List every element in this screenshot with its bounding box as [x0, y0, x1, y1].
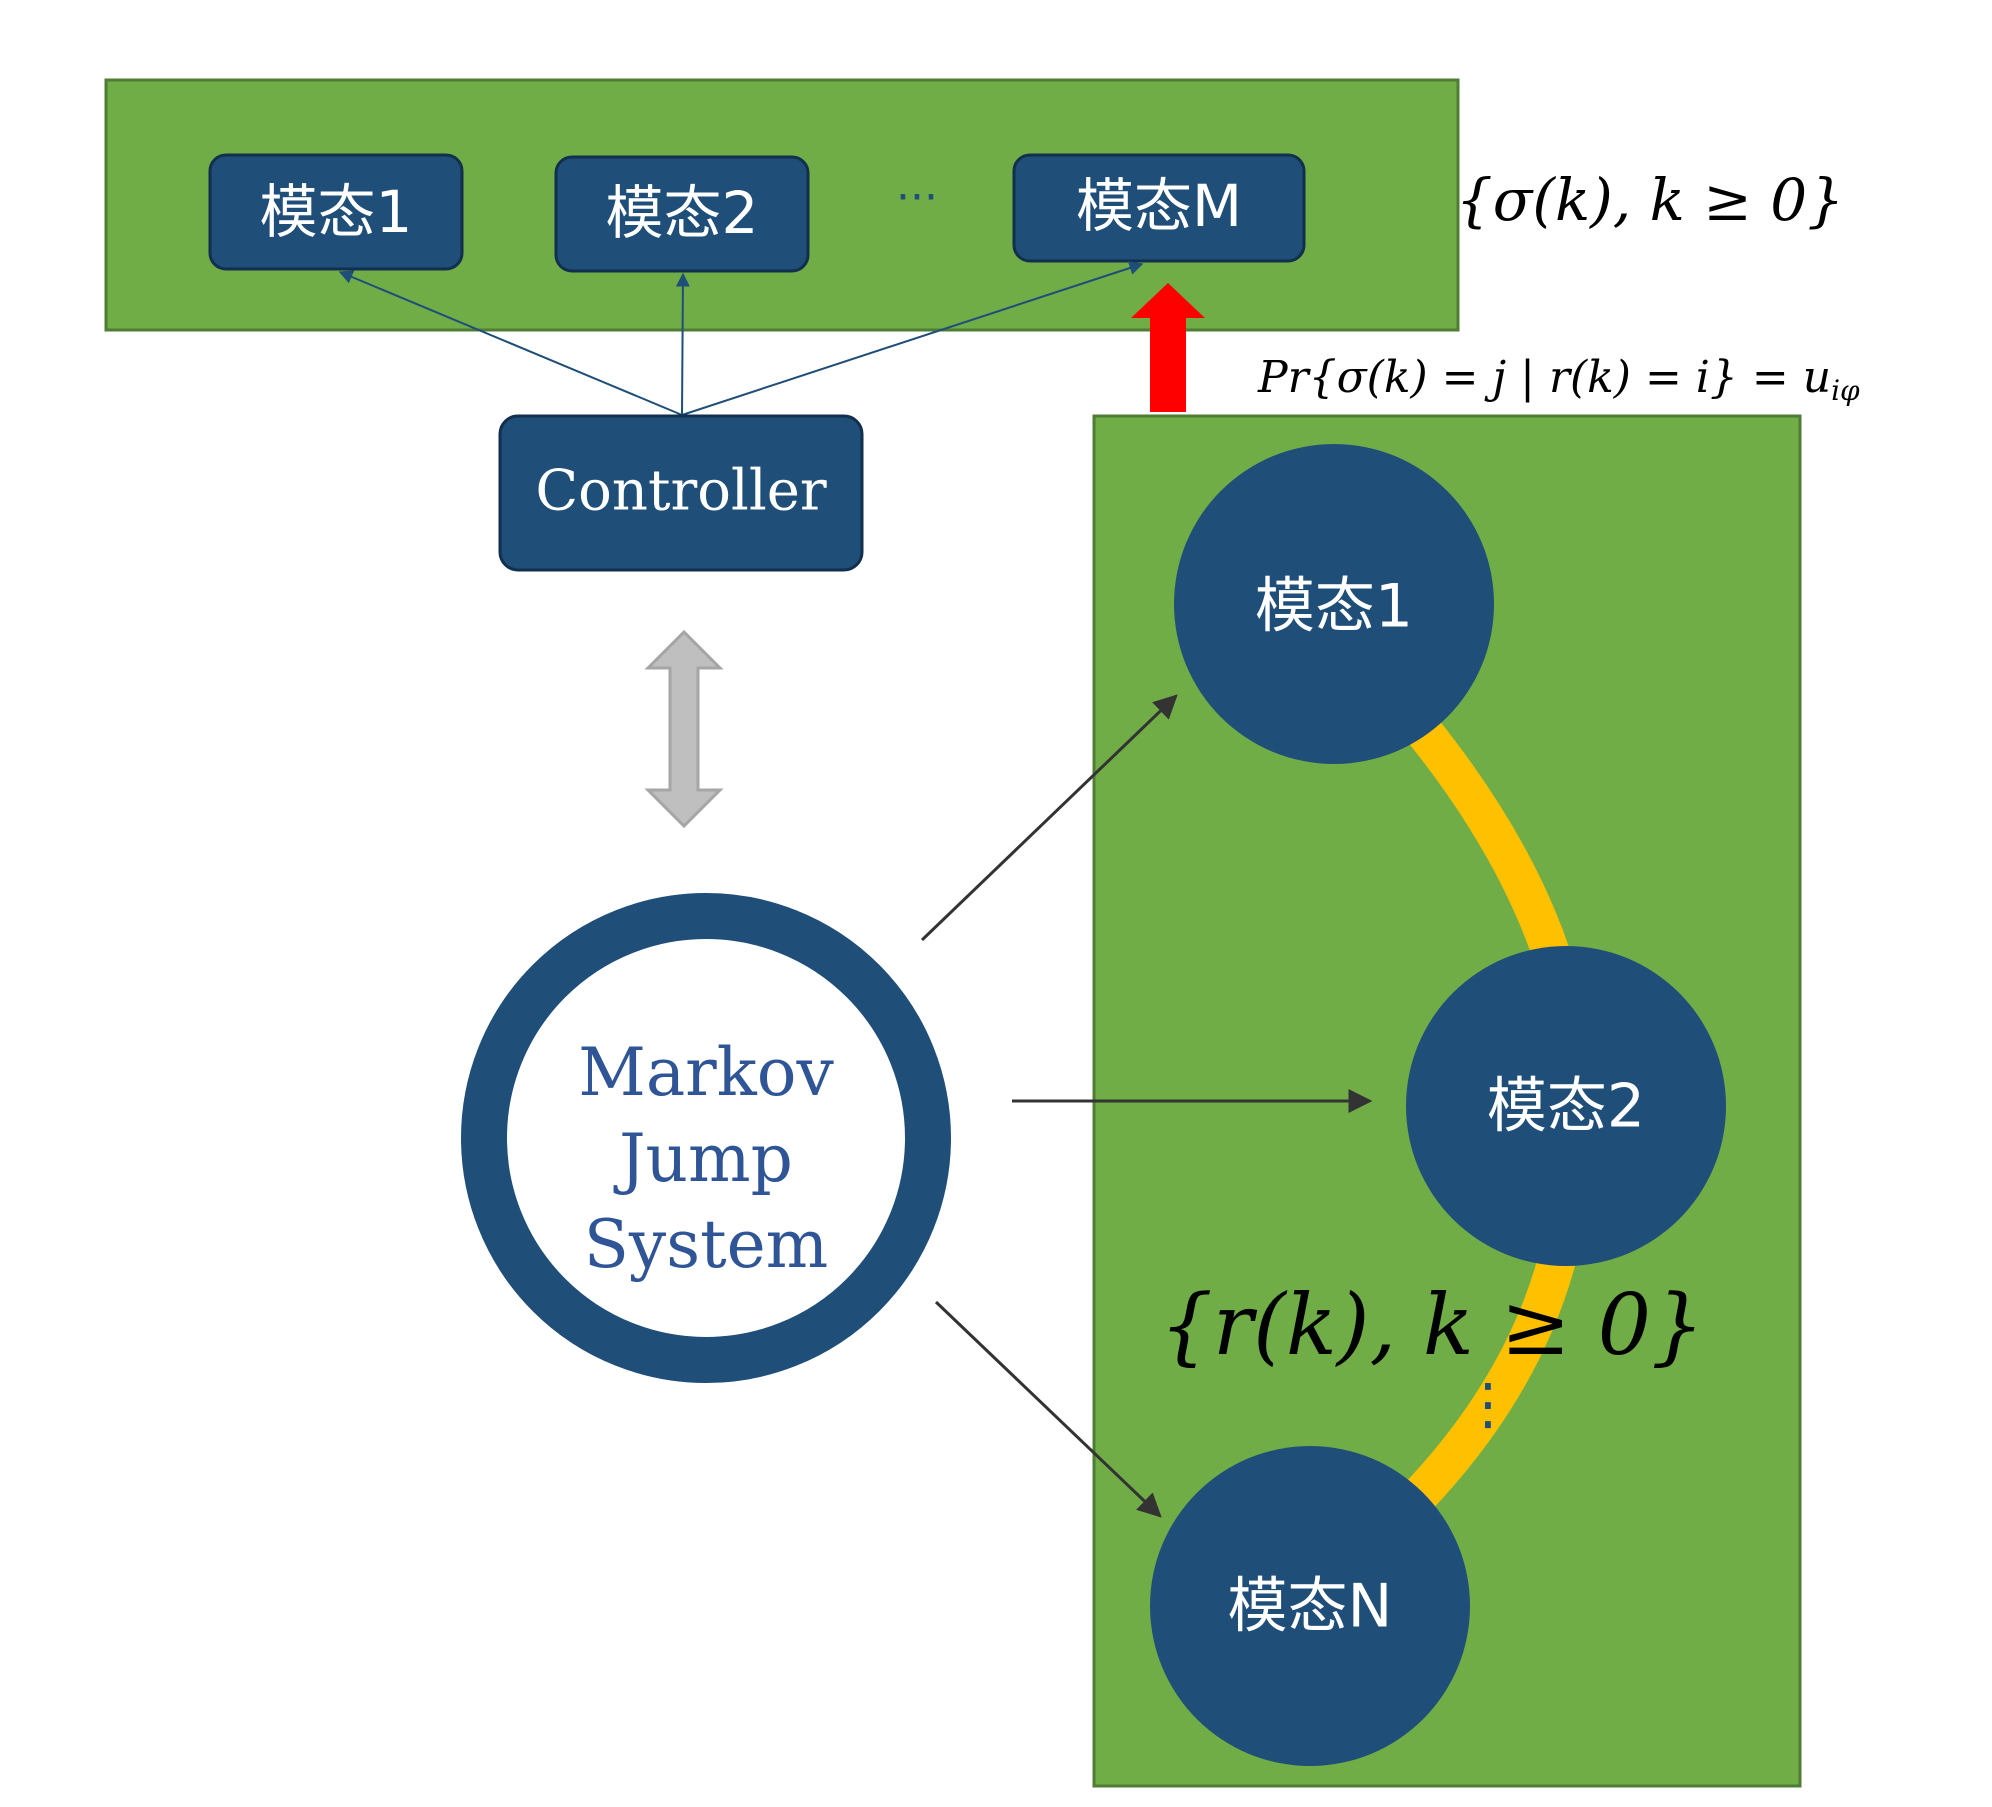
arrow-controller-to-mode-2 — [675, 272, 690, 416]
controller-box: Controller — [498, 414, 864, 572]
arrow-markov-to-mode-1 — [920, 694, 1178, 942]
top-mode-label-m: 模态M — [1076, 172, 1242, 240]
arrow-controller-to-mode-1 — [338, 270, 683, 416]
red-up-arrow — [1131, 283, 1205, 412]
top-mode-label-1: 模态1 — [260, 178, 413, 246]
r-set-label: {r(k), k ≥ 0} — [1159, 1276, 1704, 1374]
gray-double-arrow — [644, 629, 724, 829]
right-mode-node-n: 模态N — [1150, 1446, 1470, 1766]
probability-label: Pr{σ(k) = j | r(k) = i} = uiφ — [1257, 352, 1860, 407]
arrow-markov-to-mode-n — [934, 1300, 1162, 1518]
top-mode-box-m: 模态M — [1012, 153, 1306, 263]
right-mode-label-1: 模态1 — [1255, 572, 1413, 642]
top-mode-label-2: 模态2 — [606, 179, 759, 247]
markov-to-modes-arrows — [920, 694, 1373, 1518]
top-mode-box-2: 模态2 — [554, 155, 810, 273]
probability-main: Pr{σ(k) = j | r(k) = i} = u — [1257, 352, 1831, 403]
arrow-controller-to-mode-m — [681, 261, 1144, 416]
right-mode-label-n: 模态N — [1228, 1572, 1393, 1642]
controller-label: Controller — [535, 459, 827, 524]
right-mode-node-1: 模态1 — [1174, 444, 1494, 764]
top-mode-box-1: 模态1 — [208, 153, 464, 271]
top-mode-ellipsis: ··· — [896, 172, 938, 223]
markov-jump-system-node: Markov Jump System — [461, 893, 951, 1383]
markov-label-line-3: System — [584, 1206, 829, 1283]
chain-arc-2-n — [1401, 1235, 1581, 1514]
sigma-set-label: {σ(k), k ≥ 0} — [1456, 166, 1844, 234]
right-mode-node-2: 模态2 — [1406, 946, 1726, 1266]
right-mode-label-2: 模态2 — [1487, 1072, 1645, 1142]
markov-label-line-2: Jump — [613, 1120, 793, 1197]
controller-to-modes-arrows — [338, 261, 1144, 416]
markov-label-line-1: Markov — [578, 1034, 834, 1111]
probability-subscript: iφ — [1831, 374, 1860, 407]
right-mode-ellipsis: ⋮ — [1460, 1372, 1516, 1437]
